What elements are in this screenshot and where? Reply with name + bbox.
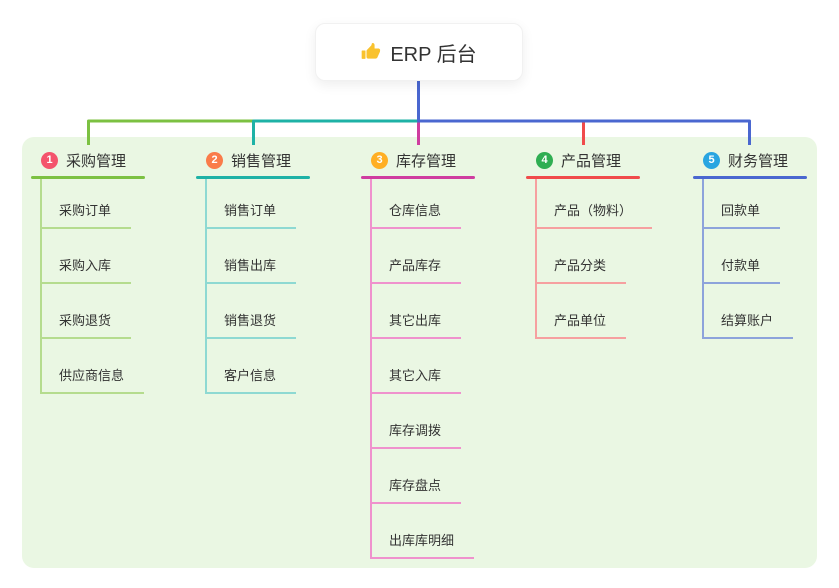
tree-node[interactable]: 产品单位	[537, 284, 627, 339]
tree-node[interactable]: 结算账户	[704, 284, 794, 339]
branch-inventory-label: 库存管理	[396, 153, 457, 170]
tree-node[interactable]: 库存调拨	[372, 394, 462, 449]
tree-node[interactable]: 仓库信息	[372, 179, 462, 229]
tree-node[interactable]: 其它入库	[372, 339, 462, 394]
tree-node[interactable]: 付款单	[704, 229, 781, 284]
root-node-label: ERP 后台	[390, 43, 477, 66]
branch-underline	[526, 176, 640, 179]
tree-node[interactable]: 销售出库	[207, 229, 297, 284]
branch-underline	[361, 176, 475, 179]
branch-purchase-header[interactable]: 1 采购管理	[31, 145, 145, 176]
branch-purchase-children: 采购订单 采购入库 采购退货 供应商信息	[40, 179, 145, 394]
tree-node[interactable]: 出库库明细	[372, 504, 475, 559]
branch-inventory-header[interactable]: 3 库存管理	[361, 145, 475, 176]
branch-sales: 2 销售管理 销售订单 销售出库 销售退货 客户信息	[196, 145, 310, 394]
tree-node[interactable]: 回款单	[704, 179, 781, 229]
branch-number-badge: 1	[41, 152, 58, 169]
tree-node[interactable]: 产品库存	[372, 229, 462, 284]
branch-number-badge: 5	[703, 152, 720, 169]
tree-node[interactable]: 销售订单	[207, 179, 297, 229]
branch-product-children: 产品（物料） 产品分类 产品单位	[535, 179, 653, 339]
branch-product: 4 产品管理 产品（物料） 产品分类 产品单位	[526, 145, 653, 339]
tree-node[interactable]: 采购订单	[42, 179, 132, 229]
branch-product-header[interactable]: 4 产品管理	[526, 145, 640, 176]
tree-node[interactable]: 采购入库	[42, 229, 132, 284]
tree-node[interactable]: 销售退货	[207, 284, 297, 339]
branch-inventory-children: 仓库信息 产品库存 其它出库 其它入库 库存调拨 库存盘点 出库库明细	[370, 179, 475, 559]
tree-node[interactable]: 其它出库	[372, 284, 462, 339]
branch-product-label: 产品管理	[561, 153, 622, 170]
tree-node[interactable]: 供应商信息	[42, 339, 145, 394]
branch-sales-header[interactable]: 2 销售管理	[196, 145, 310, 176]
branch-underline	[693, 176, 807, 179]
branch-sales-children: 销售订单 销售出库 销售退货 客户信息	[205, 179, 297, 394]
branch-inventory: 3 库存管理 仓库信息 产品库存 其它出库 其它入库 库存调拨 库存盘点 出库库…	[361, 145, 475, 559]
branch-purchase: 1 采购管理 采购订单 采购入库 采购退货 供应商信息	[31, 145, 145, 394]
branch-finance-label: 财务管理	[728, 153, 789, 170]
tree-node[interactable]: 客户信息	[207, 339, 297, 394]
root-node-erp[interactable]: ERP 后台	[315, 23, 523, 81]
branch-underline	[196, 176, 310, 179]
branch-underline	[31, 176, 145, 179]
branch-number-badge: 4	[536, 152, 553, 169]
branch-finance-header[interactable]: 5 财务管理	[693, 145, 807, 176]
tree-node[interactable]: 库存盘点	[372, 449, 462, 504]
tree-node[interactable]: 产品分类	[537, 229, 627, 284]
branch-finance-children: 回款单 付款单 结算账户	[702, 179, 794, 339]
branch-finance: 5 财务管理 回款单 付款单 结算账户	[693, 145, 807, 339]
branches-panel	[22, 137, 817, 568]
branch-number-badge: 3	[371, 152, 388, 169]
tree-node[interactable]: 采购退货	[42, 284, 132, 339]
tree-node[interactable]: 产品（物料）	[537, 179, 653, 229]
thumbs-up-icon	[361, 42, 381, 62]
branch-sales-label: 销售管理	[231, 153, 292, 170]
branch-purchase-label: 采购管理	[66, 153, 127, 170]
branch-number-badge: 2	[206, 152, 223, 169]
